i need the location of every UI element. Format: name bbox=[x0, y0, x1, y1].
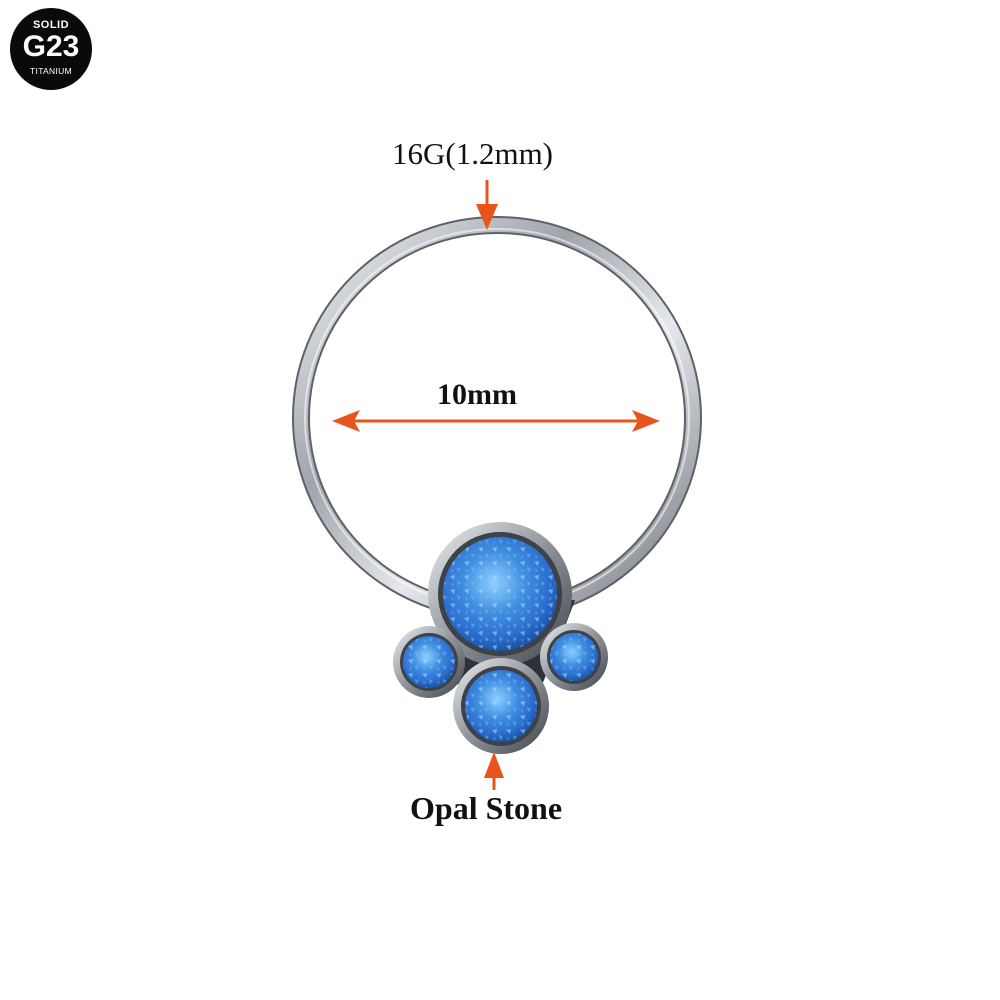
diameter-size-label: 10mm bbox=[437, 378, 517, 411]
stone-type-label: Opal Stone bbox=[410, 790, 563, 826]
g23-titanium-badge: SOLID G23 TITANIUM bbox=[10, 8, 92, 90]
opal-fleck-bottom bbox=[465, 670, 537, 742]
badge-main-text: G23 bbox=[22, 30, 80, 63]
badge-bottom-text: TITANIUM bbox=[30, 66, 72, 76]
stone-arrow bbox=[484, 752, 504, 790]
diameter-arrow bbox=[332, 410, 660, 432]
gauge-arrow bbox=[476, 180, 498, 230]
opal-fleck-large bbox=[443, 537, 557, 651]
gauge-size-label: 16G(1.2mm) bbox=[392, 136, 554, 171]
opal-fleck-left bbox=[403, 636, 455, 688]
badge-top-text: SOLID bbox=[32, 19, 70, 31]
opal-fleck-right bbox=[550, 633, 598, 681]
opal-gem-cluster bbox=[393, 522, 608, 754]
